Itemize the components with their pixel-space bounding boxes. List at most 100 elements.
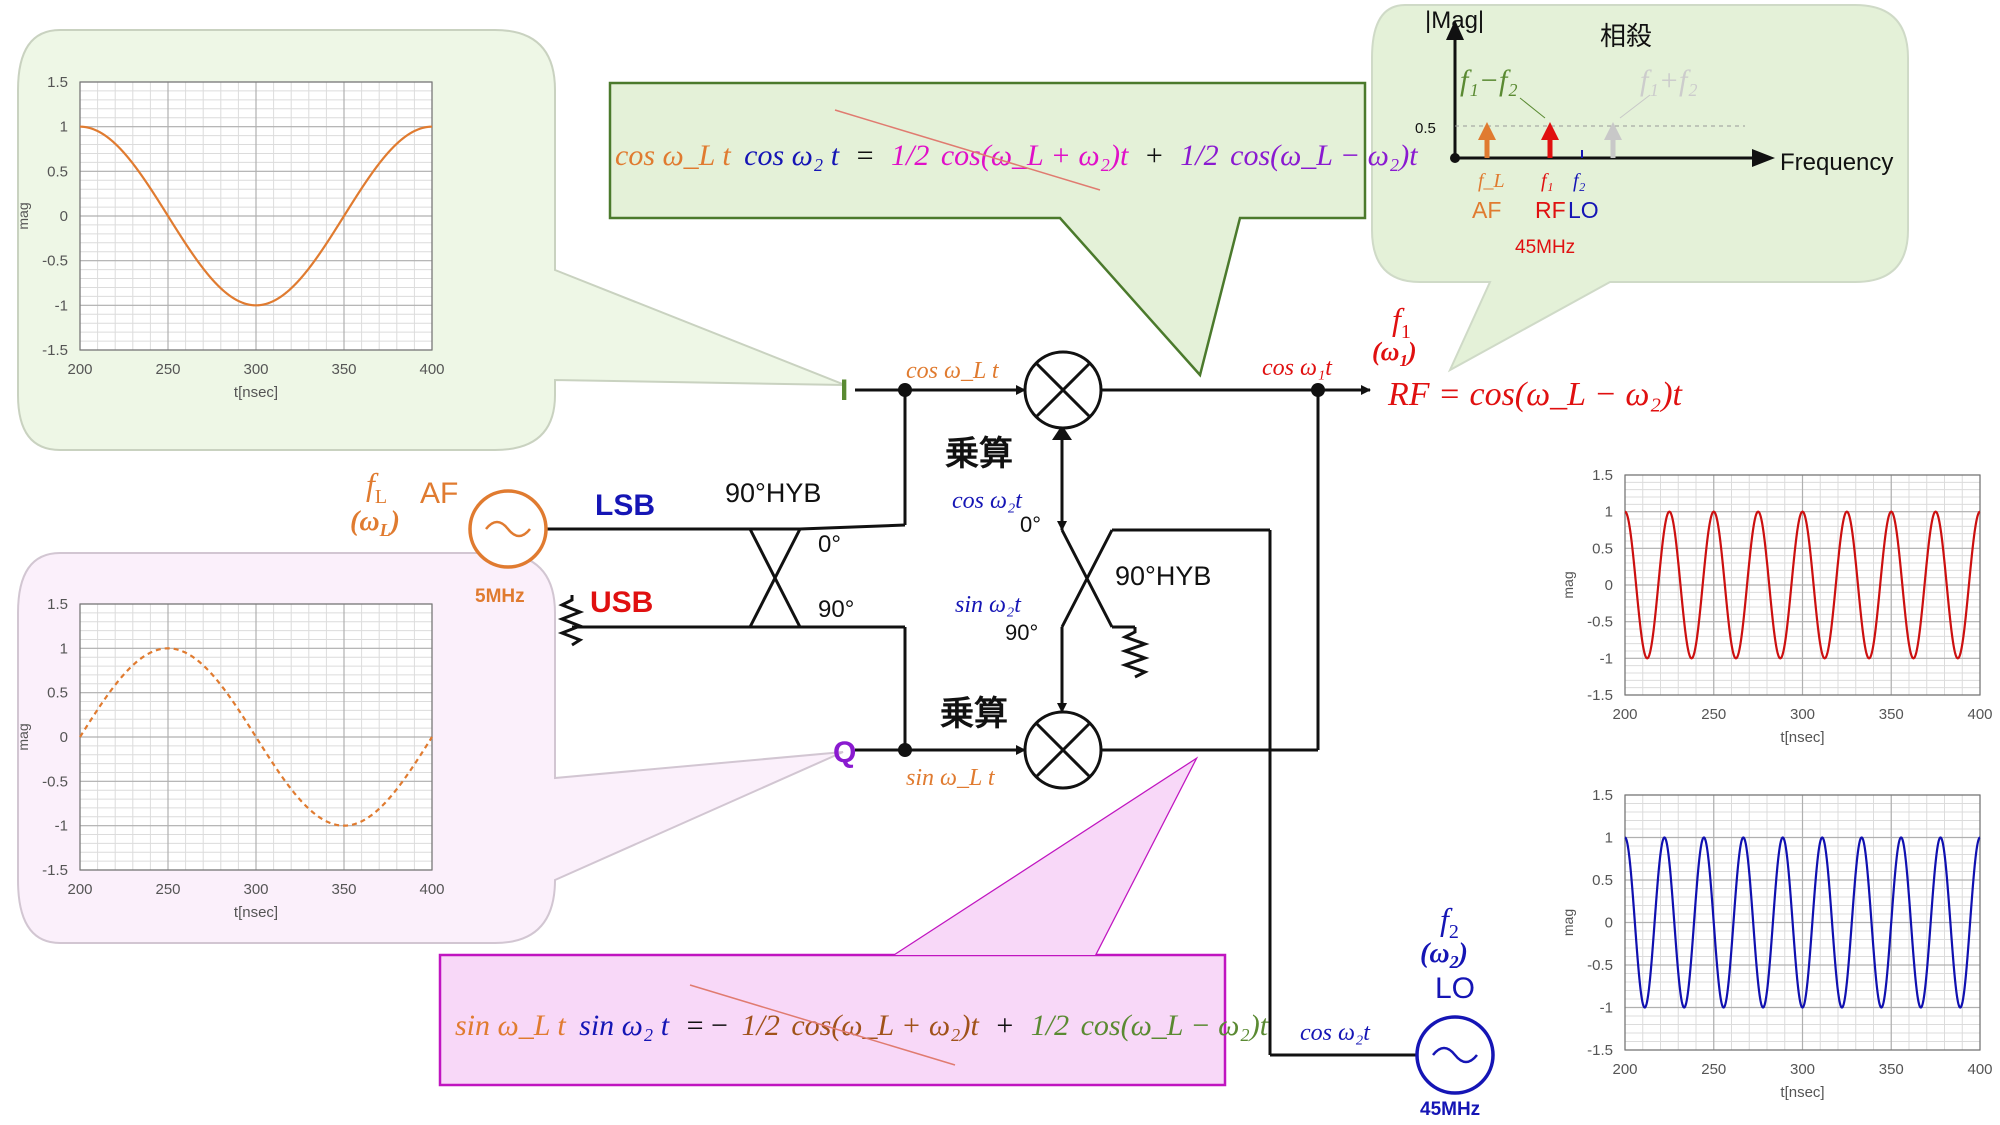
x-tick-label: 300 xyxy=(243,361,268,378)
rf-omega: (ω1) xyxy=(1372,337,1417,370)
equation-top: cos ω_L t cos ω₂ t = 1/2 cos(ω_L + ω₂)t … xyxy=(615,109,1418,191)
x-tick-label: 250 xyxy=(1701,706,1726,723)
arrowhead xyxy=(1752,149,1775,167)
spectrum-arrow-fl xyxy=(1478,122,1496,158)
spectrum-rf-freq: 45MHz xyxy=(1515,237,1575,258)
mixer-top xyxy=(1023,350,1103,430)
arrowhead xyxy=(1446,20,1464,40)
spectrum-lo-label: LO xyxy=(1568,197,1599,223)
rf-signal: cos ω₁t xyxy=(1262,355,1333,381)
spectrum-origin xyxy=(1450,153,1460,163)
x-tick-label: 300 xyxy=(243,881,268,898)
y-tick-label: -0.5 xyxy=(42,253,68,270)
usb-termination xyxy=(557,595,585,647)
spectrum-sum-label: f₁+f₂ xyxy=(1640,64,1698,97)
y-tick-label: -1.5 xyxy=(42,342,68,359)
hyb-termination xyxy=(1120,627,1150,679)
af-freq: 5MHz xyxy=(475,586,525,607)
x-tick-label: 250 xyxy=(155,361,180,378)
q-signal: sin ω_L t xyxy=(906,765,996,791)
x-tick-label: 250 xyxy=(1701,1061,1726,1078)
spectrum-bubble xyxy=(1371,4,1909,373)
plot-frame xyxy=(1624,794,1981,1051)
y-tick-label: 0 xyxy=(60,208,68,225)
tick-fl-label: f_L xyxy=(1478,170,1505,192)
lo-label: LO xyxy=(1435,972,1475,1005)
x-tick-label: 350 xyxy=(331,361,356,378)
x-axis-label: t[nsec] xyxy=(1780,1084,1824,1101)
cancel-strike-top xyxy=(834,109,1101,191)
y-tick-label: 0.5 xyxy=(1592,872,1613,889)
spectrum-rf-label: RF xyxy=(1535,197,1566,223)
junction-dot xyxy=(898,383,912,397)
leader-line xyxy=(1619,94,1651,119)
hybrid-left-90deg: 90° xyxy=(818,596,854,623)
hybrid-left-0deg: 0° xyxy=(818,531,841,558)
spectrum-arrow-sum xyxy=(1604,122,1622,158)
y-tick-label: 1 xyxy=(1605,504,1613,521)
y-tick-label: 0 xyxy=(1605,577,1613,594)
i-signal: cos ω_L t xyxy=(906,358,1000,384)
y-axis-label: mag xyxy=(1560,909,1576,936)
x-tick-label: 200 xyxy=(67,361,92,378)
leader-line xyxy=(1519,97,1546,119)
wiring xyxy=(545,385,1418,1057)
x-axis-label: t[nsec] xyxy=(234,904,278,921)
x-axis-label: t[nsec] xyxy=(234,384,278,401)
lo-signal: cos ω₂t xyxy=(1300,1020,1371,1046)
x-tick-label: 300 xyxy=(1790,706,1815,723)
equation-top-text: cos ω_L t cos ω₂ t = 1/2 cos(ω_L + ω₂)t … xyxy=(615,139,1418,172)
x-tick-label: 350 xyxy=(331,881,356,898)
y-tick-label: -0.5 xyxy=(1587,614,1613,631)
hybrid-left-title: 90°HYB xyxy=(725,478,821,508)
i-label: I xyxy=(840,374,848,407)
y-tick-label: 0.5 xyxy=(1592,540,1613,557)
y-tick-label: 0 xyxy=(1605,915,1613,932)
waveform-line xyxy=(80,125,432,307)
af-freq-symbol: fL xyxy=(366,466,387,508)
x-axis-label: t[nsec] xyxy=(1780,729,1824,746)
spectrum-af-label: AF xyxy=(1472,197,1501,223)
y-tick-label: -0.5 xyxy=(42,773,68,790)
lo-source xyxy=(1415,1015,1495,1095)
x-tick-label: 400 xyxy=(1967,706,1992,723)
cancel-strike-bottom xyxy=(689,984,956,1066)
spectrum-arrow-rf xyxy=(1541,122,1559,158)
x-tick-label: 400 xyxy=(1967,1061,1992,1078)
waveform-line xyxy=(1624,836,1981,1009)
usb-label: USB xyxy=(590,586,653,619)
y-tick-label: 1.5 xyxy=(47,596,68,613)
spectrum-ylabel: |Mag| xyxy=(1425,7,1484,34)
hybrid-right-title: 90°HYB xyxy=(1115,561,1211,591)
af-label: AF xyxy=(420,477,458,510)
x-tick-label: 400 xyxy=(419,881,444,898)
y-tick-label: -1.5 xyxy=(1587,1042,1613,1059)
x-tick-label: 300 xyxy=(1790,1061,1815,1078)
junction-dot xyxy=(898,743,912,757)
junction-dot xyxy=(1311,383,1325,397)
y-tick-label: -1 xyxy=(55,297,68,314)
equation-bottom: sin ω_L t sin ω₂ t = − 1/2 cos(ω_L + ω₂)… xyxy=(455,984,1269,1066)
y-tick-label: -1 xyxy=(55,818,68,835)
y-tick-label: -0.5 xyxy=(1587,957,1613,974)
q-label: Q xyxy=(833,736,856,769)
lo-omega: (ω2) xyxy=(1420,938,1468,972)
spectrum-xlabel: Frequency xyxy=(1780,149,1893,176)
plot-frame xyxy=(79,81,433,351)
y-tick-label: 1 xyxy=(60,640,68,657)
mixer-top-label: 乗算 xyxy=(945,434,1013,474)
y-axis-label: mag xyxy=(15,202,31,229)
y-tick-label: -1.5 xyxy=(1587,687,1613,704)
y-tick-label: 0.5 xyxy=(47,163,68,180)
y-axis-label: mag xyxy=(15,723,31,750)
y-tick-label: -1.5 xyxy=(42,862,68,879)
hybrid-right-sin: sin ω₂t xyxy=(955,592,1022,618)
hybrid-right-cos: cos ω₂t xyxy=(952,488,1023,514)
spectrum-diff-label: f₁−f₂ xyxy=(1460,64,1518,97)
equation-top-box xyxy=(608,81,1367,378)
rf-equation: RF = cos(ω_L − ω₂)t xyxy=(1387,376,1684,413)
y-tick-label: 1.5 xyxy=(47,74,68,91)
